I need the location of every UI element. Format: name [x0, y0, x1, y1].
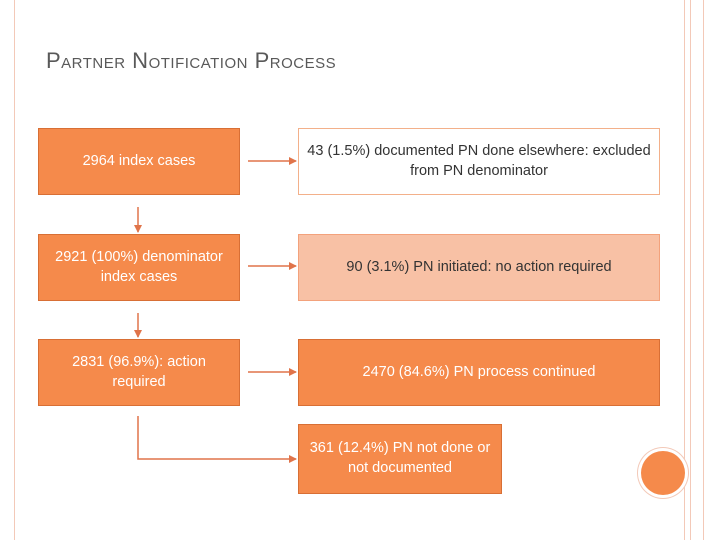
box-action-required-label: 2831 (96.9%): action required: [72, 353, 206, 390]
box-no-action-label: 90 (3.1%) PN initiated: no action requir…: [346, 258, 612, 275]
box-action-required: 2831 (96.9%): action required: [38, 339, 240, 406]
box-excluded-label: 43 (1.5%) documented PN done elsewhere: …: [307, 142, 651, 179]
box-denominator: 2921 (100%) denominator index cases: [38, 234, 240, 301]
arrow-action-to-not-done: [137, 416, 297, 463]
box-not-done: 361 (12.4%) PN not done or not documente…: [298, 424, 502, 494]
box-excluded: 43 (1.5%) documented PN done elsewhere: …: [298, 128, 660, 195]
slide-title: Partner Notification Process: [46, 48, 337, 73]
box-denominator-label: 2921 (100%) denominator index cases: [55, 248, 223, 285]
box-no-action: 90 (3.1%) PN initiated: no action requir…: [298, 234, 660, 301]
box-continued: 2470 (84.6%) PN process continued: [298, 339, 660, 406]
decorative-circle: [641, 451, 685, 495]
box-index-cases-label: 2964 index cases: [82, 152, 196, 169]
frame-line-right: [690, 0, 691, 540]
box-not-done-label: 361 (12.4%) PN not done or not documente…: [309, 440, 491, 476]
box-index-cases: 2964 index cases: [38, 128, 240, 195]
frame-line-left: [14, 0, 15, 540]
frame-line-right: [703, 0, 704, 540]
box-continued-label: 2470 (84.6%) PN process continued: [362, 363, 596, 380]
frame-line-right: [684, 0, 685, 540]
